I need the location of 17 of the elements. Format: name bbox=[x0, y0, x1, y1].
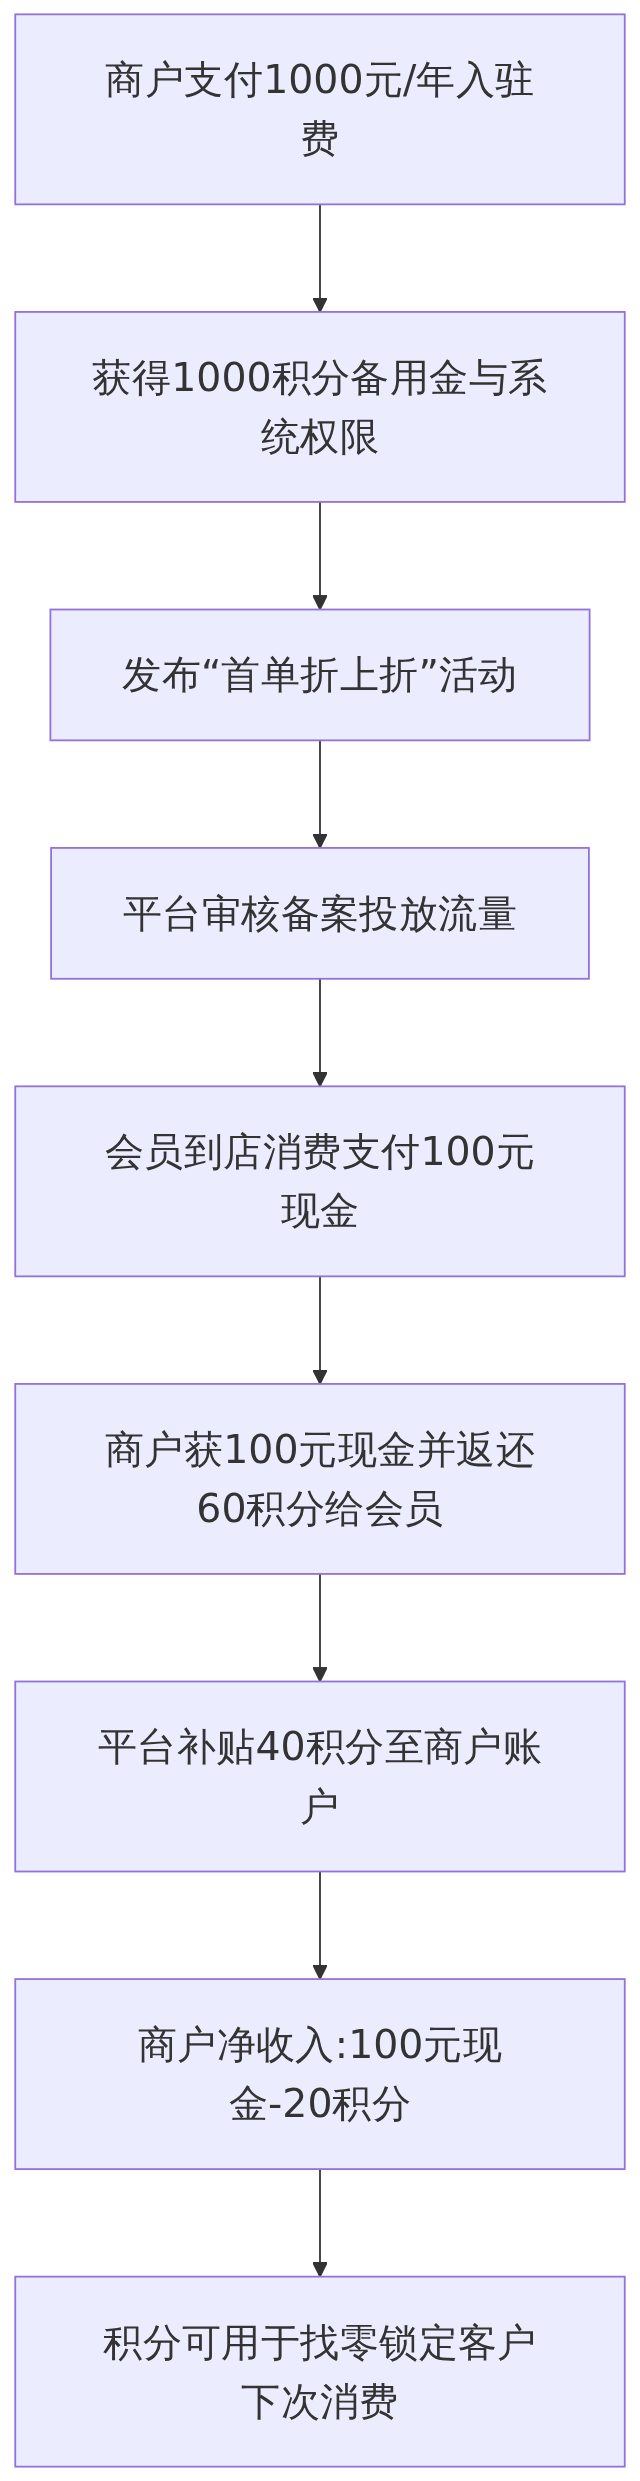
arrow bbox=[312, 739, 328, 849]
node-box: 发布“首单折上折”活动 bbox=[49, 608, 591, 742]
node-box: 积分可用于找零锁定客户下次消费 bbox=[14, 2275, 626, 2468]
node-box: 商户支付1000元/年入驻费 bbox=[14, 13, 626, 206]
node-box: 商户获100元现金并返还60积分给会员 bbox=[14, 1383, 626, 1575]
arrow bbox=[312, 1275, 328, 1385]
node-box: 商户净收入:100元现金-20积分 bbox=[14, 1978, 626, 2170]
arrow bbox=[312, 2168, 328, 2278]
arrow bbox=[312, 977, 328, 1088]
arrow bbox=[312, 1870, 328, 1980]
node-box: 平台审核备案投放流量 bbox=[50, 847, 590, 980]
arrow bbox=[312, 501, 328, 611]
node-box: 平台补贴40积分至商户账户 bbox=[14, 1680, 626, 1873]
node-box: 会员到店消费支付100元现金 bbox=[14, 1085, 626, 1278]
arrow bbox=[312, 203, 328, 313]
arrow bbox=[312, 1573, 328, 1683]
node-box: 获得1000积分备用金与系统权限 bbox=[14, 311, 626, 503]
